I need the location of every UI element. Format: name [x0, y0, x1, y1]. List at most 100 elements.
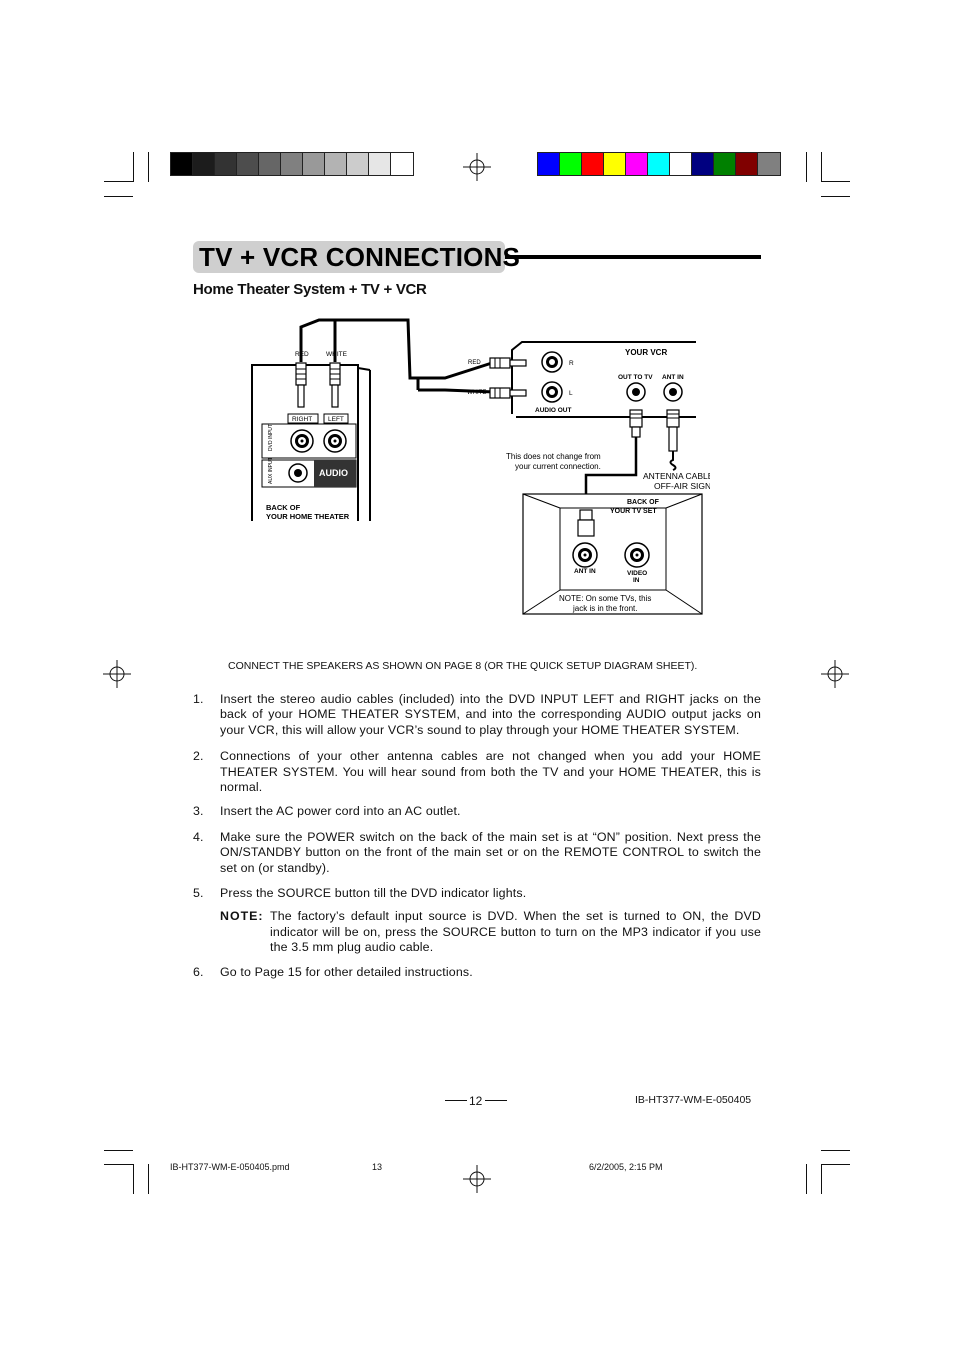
vcr-audio-out-label: AUDIO OUT: [535, 407, 572, 414]
gray-swatch: [193, 153, 215, 175]
tv-video-in-label-line1: VIDEO: [627, 570, 647, 577]
note-text: The factory’s default input source is DV…: [270, 909, 761, 955]
color-swatch: [736, 153, 758, 175]
doc-code: IB-HT377-WM-E-050405: [635, 1094, 752, 1106]
gray-swatch: [325, 153, 347, 175]
coax-plug-out-icon: [629, 409, 643, 438]
page-number-rule-left: [445, 1100, 467, 1101]
step-text: Go to Page 15 for other detailed instruc…: [220, 964, 473, 979]
antenna-label-line1: ANTENNA CABLE OR: [643, 471, 710, 481]
grayscale-calibration-bar: [170, 152, 414, 176]
step-text: Press the SOURCE button till the DVD ind…: [220, 886, 527, 901]
gray-swatch: [369, 153, 391, 175]
gray-swatch: [281, 153, 303, 175]
tv-back-label-line1: BACK OF: [627, 499, 660, 506]
gray-swatch: [347, 153, 369, 175]
tv-back-label-line2: YOUR TV SET: [610, 508, 657, 515]
vcr-panel: [511, 341, 696, 418]
list-item: 2. Connections of your other antenna cab…: [193, 749, 761, 795]
list-item: 1. Insert the stereo audio cables (inclu…: [193, 692, 761, 738]
color-swatch: [604, 153, 626, 175]
ht-cable-label-red: RED: [295, 351, 309, 358]
title-rule: [505, 255, 761, 259]
color-swatch: [582, 153, 604, 175]
vcr-title: YOUR VCR: [625, 348, 667, 357]
step-number: 5.: [193, 886, 204, 901]
vcr-out-to-tv-label: OUT TO TV: [618, 374, 653, 381]
print-timestamp: 6/2/2005, 2:15 PM: [589, 1162, 663, 1172]
gray-swatch: [391, 153, 413, 175]
color-swatch: [538, 153, 560, 175]
color-swatch: [692, 153, 714, 175]
list-item: 5. Press the SOURCE button till the DVD …: [193, 886, 761, 901]
registration-mark-left-icon: [103, 660, 131, 688]
tv-ant-in-jack-icon: [572, 542, 598, 568]
step-number: 3.: [193, 804, 204, 819]
section-subtitle: Home Theater System + TV + VCR: [193, 281, 427, 298]
ht-cable-label-white: WHITE: [326, 351, 348, 358]
ht-jack-right-icon: [290, 429, 314, 453]
color-swatch: [714, 153, 736, 175]
ht-back-label-line1: BACK OF: [266, 503, 301, 512]
color-swatch: [560, 153, 582, 175]
ht-back-label-line2: YOUR HOME THEATER: [266, 512, 350, 521]
gray-swatch: [237, 153, 259, 175]
list-item: 6. Go to Page 15 for other detailed inst…: [193, 965, 761, 980]
color-swatch: [758, 153, 780, 175]
gray-swatch: [303, 153, 325, 175]
antenna-label-line2: OFF-AIR SIGNAL: [654, 481, 710, 491]
connect-speakers-note: CONNECT THE SPEAKERS AS SHOWN ON PAGE 8 …: [228, 660, 698, 672]
note-label: NOTE:: [220, 909, 264, 924]
ht-rca-plug-white-icon: [329, 362, 341, 408]
registration-mark-top-icon: [463, 153, 491, 181]
page-title: TV + VCR CONNECTIONS: [199, 242, 521, 272]
coax-plug-antenna-icon: [666, 409, 680, 452]
ht-audio-label: AUDIO: [319, 468, 348, 478]
gray-swatch: [259, 153, 281, 175]
title-background: [193, 241, 505, 273]
step-text: Insert the AC power cord into an AC outl…: [220, 804, 461, 819]
page-number: 12: [469, 1094, 483, 1108]
no-change-note-line1: This does not change from: [506, 452, 601, 461]
vcr-ant-in-label: ANT IN: [662, 374, 684, 381]
registration-mark-bottom-icon: [463, 1165, 491, 1193]
tv-video-in-label-line2: IN: [633, 577, 640, 584]
step-number: 2.: [193, 749, 204, 764]
step-number: 6.: [193, 964, 204, 979]
vcr-jack-label-r: R: [569, 360, 574, 367]
vcr-jack-label-l: L: [569, 390, 573, 397]
tv-note-line2: jack is in the front.: [572, 604, 637, 613]
vcr-cable-label-red: RED: [468, 360, 481, 366]
ht-jack-label-left: LEFT: [328, 416, 344, 423]
page-number-rule-right: [485, 1100, 507, 1101]
vcr-rca-plug-white-icon: [489, 387, 527, 399]
step-text: Connections of your other antenna cables…: [220, 749, 761, 795]
note-block: NOTE: The factory’s default input source…: [193, 909, 761, 955]
tv-note-line1: NOTE: On some TVs, this: [559, 594, 651, 603]
ht-dvd-input-label: DVD INPUT: [268, 424, 274, 451]
tv-coax-plug-icon: [577, 509, 595, 537]
vcr-rca-plug-red-icon: [489, 357, 527, 369]
tv-ant-in-label: ANT IN: [574, 568, 596, 575]
color-calibration-bar: [537, 152, 781, 176]
vcr-jack-l-icon: [541, 381, 563, 403]
step-text: Insert the stereo audio cables (included…: [220, 692, 761, 737]
color-swatch: [648, 153, 670, 175]
connection-diagram: RED WHITE RIGHT LEFT DVD INPUT AUX INPUT…: [251, 318, 710, 615]
ht-rca-plug-red-icon: [295, 362, 307, 408]
vcr-cable-label-white: WHITE: [467, 390, 486, 396]
list-item: 3. Insert the AC power cord into an AC o…: [193, 804, 761, 819]
instruction-list: 1. Insert the stereo audio cables (inclu…: [193, 692, 761, 980]
gray-swatch: [215, 153, 237, 175]
vcr-out-to-tv-jack-icon: [626, 382, 646, 402]
ht-jack-label-right: RIGHT: [292, 416, 312, 423]
tv-video-in-jack-icon: [624, 542, 650, 568]
vcr-jack-r-icon: [541, 351, 563, 373]
gray-swatch: [171, 153, 193, 175]
color-swatch: [626, 153, 648, 175]
ht-cable-group: [299, 318, 420, 390]
registration-mark-right-icon: [821, 660, 849, 688]
tv-set-panel: [522, 493, 703, 615]
no-change-note-line2: your current connection.: [515, 462, 601, 471]
color-swatch: [670, 153, 692, 175]
